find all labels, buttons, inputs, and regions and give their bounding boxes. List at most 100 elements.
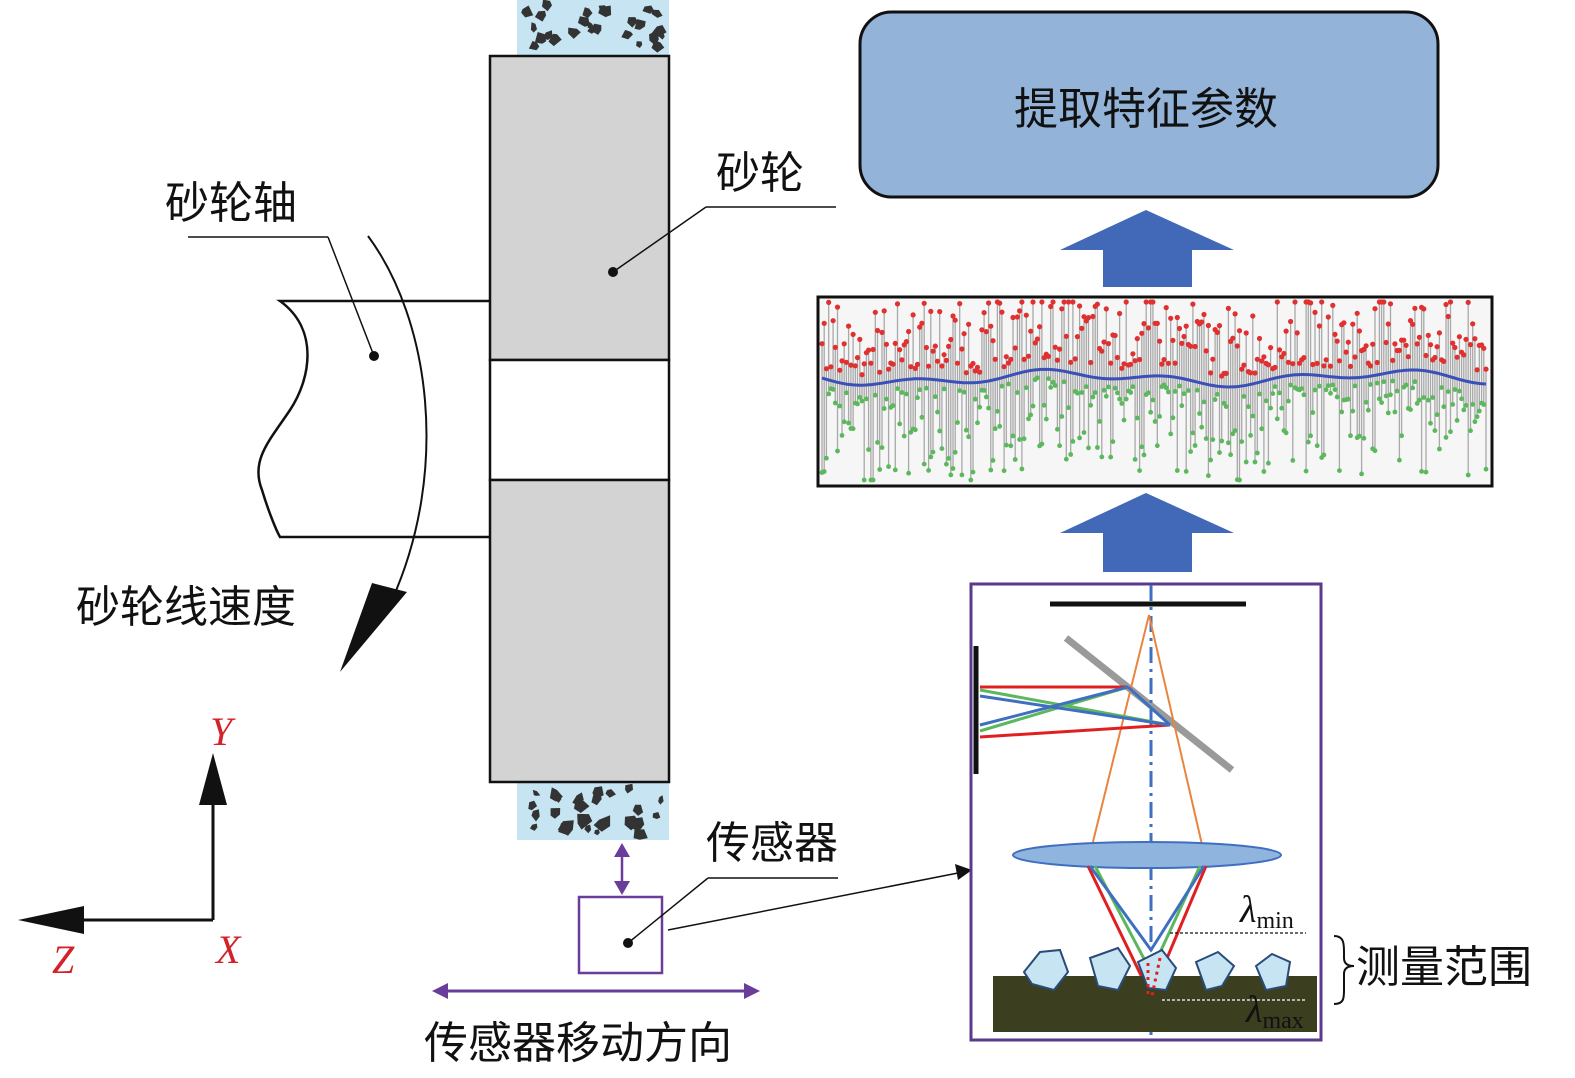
signal-valley-point [1414,401,1420,406]
signal-valley-point [1323,387,1329,393]
signal-valley-point [1092,390,1098,395]
signal-peak-point [1421,306,1427,312]
signal-valley-point [826,391,832,397]
signal-peak-point [1050,299,1056,305]
signal-valley-point [1219,438,1225,444]
signal-valley-point [1068,452,1074,457]
signal-peak-point [1292,299,1298,305]
signal-peak-point [950,313,956,319]
signal-peak-point [1274,299,1280,305]
signal-valley-point [1217,450,1222,455]
signal-valley-point [1086,445,1091,451]
signal-peak-point [834,304,841,310]
signal-peak-point [892,340,898,346]
abrasive-grain [592,786,604,799]
signal-peak-point [1134,336,1140,342]
signal-peak-point [832,344,838,350]
signal-peak-point [854,355,861,361]
signal-peak-point [1081,314,1087,320]
signal-peak-point [1250,313,1256,319]
signal-valley-point [846,420,851,426]
signal-peak-point [846,323,852,329]
signal-peak-point [1001,364,1007,370]
abrasive-grain [568,27,581,39]
signal-valley-point [1119,401,1125,406]
wheel-label-group: 砂轮 [612,148,836,273]
signal-peak-point [1108,360,1114,366]
signal-peak-point [1205,322,1211,329]
signal-peak-point [839,358,845,364]
signal-valley-point [897,421,903,427]
signal-valley-point [1028,412,1034,418]
signal-valley-point [844,390,849,396]
signal-valley-point [1434,412,1440,418]
signal-peak-point [874,327,881,334]
signal-peak-point [861,361,867,367]
signal-peak-point [1232,311,1238,317]
signal-valley-point [1239,439,1245,444]
signal-valley-point [1128,390,1134,395]
signal-peak-point [1061,299,1067,305]
signal-peak-point [1330,302,1336,308]
signal-valley-point [877,467,883,472]
signal-peak-point [821,320,827,326]
signal-peak-point [1101,339,1107,345]
signal-valley-point [850,426,856,432]
signal-valley-point [895,386,900,391]
signal-valley-point [1339,409,1345,415]
sensor-box [577,895,664,975]
signal-valley-point [1381,379,1387,385]
signal-peak-point [974,364,981,370]
signal-valley-point [1081,430,1087,435]
abrasive-grain [528,40,540,51]
signal-peak-point [1239,366,1245,372]
signal-valley-point [901,433,907,439]
signal-peak-point [1157,338,1163,344]
signal-valley-point [1099,454,1105,460]
signal-peak-point [1472,336,1478,342]
signal-peak-point [870,346,876,353]
signal-valley-point [1021,436,1027,442]
signal-valley-point [937,428,943,434]
signal-peak-point [890,361,896,367]
signal-peak-point [843,359,850,365]
signal-peak-point [1456,334,1462,340]
signal-peak-point [868,360,874,366]
signal-peak-point [932,343,938,349]
signal-peak-point [1447,299,1454,305]
signal-valley-point [866,447,871,452]
signal-peak-point [1074,334,1080,340]
signal-peak-point [1276,347,1283,353]
signal-peak-point [1161,357,1167,363]
signal-valley-point [875,440,880,445]
signal-valley-point [884,396,889,402]
abrasive-layer-bottom [517,782,669,840]
signal-peak-point [1452,344,1458,351]
signal-peak-point [999,309,1005,315]
signal-peak-point [1085,315,1092,321]
signal-peak-point [866,347,872,353]
signal-peak-point [872,309,878,315]
abrasive-grain [632,804,644,816]
signal-peak-point [928,308,934,314]
signal-peak-point [1079,325,1085,331]
signal-valley-point [839,433,845,438]
signal-valley-point [1452,387,1458,392]
signal-valley-point [986,405,991,411]
signal-peak-point [1130,351,1136,357]
signal-valley-point [1441,404,1447,410]
signal-valley-point [1317,383,1322,389]
abrasive-grain [530,22,537,33]
signal-valley-point [955,420,960,425]
signal-peak-point [859,372,865,378]
signal-peak-point [1301,355,1307,361]
signal-peak-point [992,356,998,362]
signal-peak-point [1057,346,1063,352]
signal-peak-point [897,347,903,353]
signal-peak-point [1350,321,1356,327]
measure-range-brace: 测量范围 [1333,935,1532,1005]
signal-peak-point [1025,353,1032,359]
signal-valley-point [1152,419,1158,424]
signal-peak-point [1252,370,1258,376]
signal-valley-point [1079,390,1085,395]
